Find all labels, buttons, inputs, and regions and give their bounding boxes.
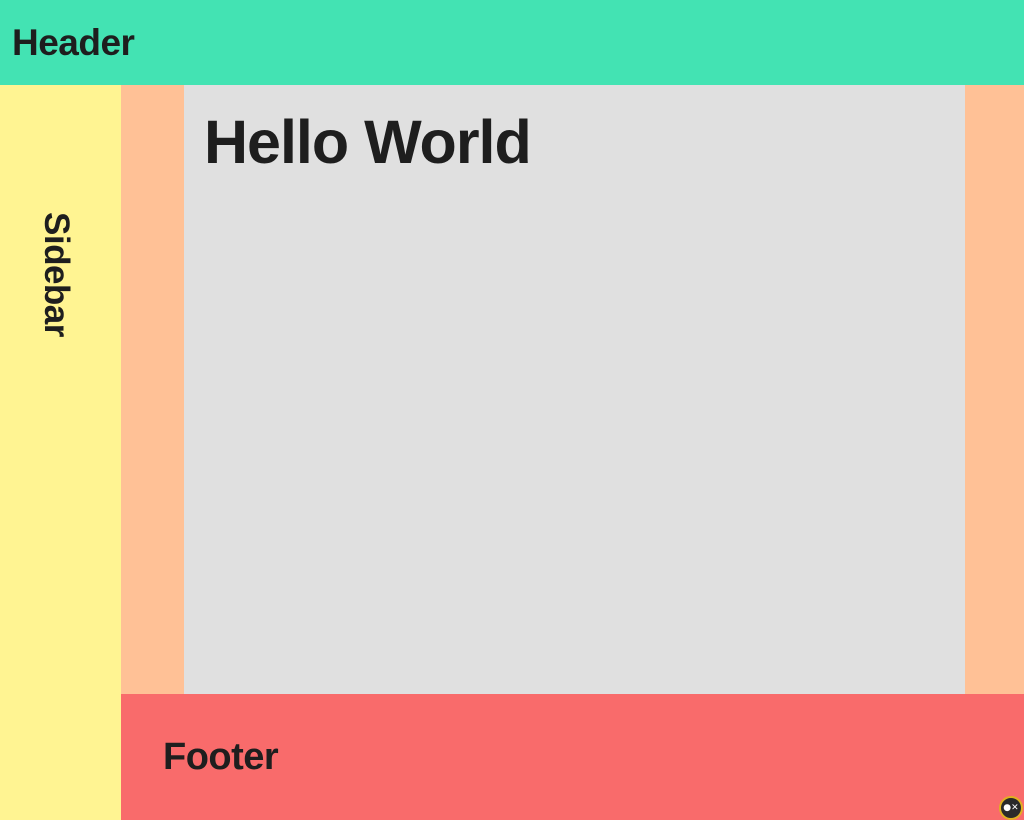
header: Header: [0, 0, 1024, 85]
footer: Footer: [121, 694, 1024, 820]
sidebar-label: Sidebar: [37, 212, 76, 337]
toggle-icon[interactable]: ●✕: [999, 796, 1023, 820]
toggle-icon-glyph: ●✕: [1003, 803, 1019, 813]
sidebar: Sidebar: [0, 85, 121, 820]
header-title: Header: [12, 21, 135, 63]
footer-label: Footer: [163, 736, 279, 778]
main-content: Hello World: [184, 85, 965, 694]
content-area: Hello World: [121, 85, 1024, 694]
page-title: Hello World: [204, 108, 532, 176]
